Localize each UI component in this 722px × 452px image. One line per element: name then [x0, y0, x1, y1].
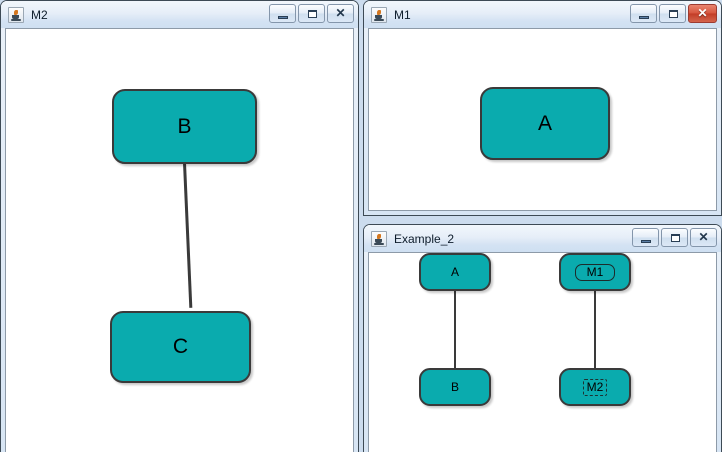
maximize-button[interactable] — [661, 228, 688, 247]
minimize-button[interactable] — [632, 228, 659, 247]
window-m1-canvas[interactable]: A — [368, 28, 717, 211]
node-a-label: A — [450, 265, 459, 279]
close-button[interactable]: ✕ — [690, 228, 717, 247]
window-example2[interactable]: Example_2 ✕ A B — [363, 224, 722, 452]
node-a[interactable]: A — [419, 253, 491, 291]
window-example2-canvas[interactable]: A B M1 M2 — [368, 252, 717, 452]
window-m1[interactable]: M1 ✕ A — [363, 0, 722, 216]
window-example2-title: Example_2 — [394, 232, 455, 246]
java-cup-icon — [8, 7, 24, 23]
window-example2-title-group: Example_2 — [371, 229, 454, 249]
window-m1-title-group: M1 — [371, 5, 411, 25]
node-b[interactable]: B — [419, 368, 491, 406]
java-cup-icon — [371, 7, 387, 23]
node-m1[interactable]: M1 — [559, 253, 631, 291]
window-example2-buttons: ✕ — [632, 228, 717, 247]
window-m2-title-group: M2 — [8, 5, 48, 25]
close-icon: ✕ — [697, 6, 708, 20]
window-m1-frame: M1 ✕ A — [364, 1, 721, 215]
window-m2-frame: M2 ✕ B C — [1, 1, 358, 452]
node-c[interactable]: C — [110, 311, 251, 383]
minimize-button[interactable] — [630, 4, 657, 23]
node-a-label: A — [537, 111, 552, 135]
node-c-label: C — [172, 335, 189, 358]
node-m2-label: M2 — [582, 378, 608, 396]
edge-m1-m2 — [594, 291, 596, 368]
node-a[interactable]: A — [480, 87, 610, 160]
node-b[interactable]: B — [112, 89, 257, 164]
window-m1-title: M1 — [394, 8, 411, 22]
window-m2-titlebar[interactable]: M2 ✕ — [1, 1, 358, 28]
window-example2-titlebar[interactable]: Example_2 ✕ — [364, 225, 721, 252]
window-m2-canvas[interactable]: B C — [5, 28, 354, 452]
close-button[interactable]: ✕ — [327, 4, 354, 23]
window-m1-titlebar[interactable]: M1 ✕ — [364, 1, 721, 28]
node-b-label: B — [177, 114, 192, 138]
minimize-button[interactable] — [269, 4, 296, 23]
java-cup-icon — [371, 231, 387, 247]
maximize-button[interactable] — [298, 4, 325, 23]
window-m2-buttons: ✕ — [269, 4, 354, 23]
window-m1-buttons: ✕ — [630, 4, 717, 23]
window-m2-title: M2 — [31, 8, 48, 22]
node-m1-label: M1 — [574, 263, 616, 281]
maximize-button[interactable] — [659, 4, 686, 23]
close-button[interactable]: ✕ — [688, 4, 717, 23]
close-icon: ✕ — [698, 230, 709, 244]
window-example2-frame: Example_2 ✕ A B — [364, 225, 721, 452]
window-m2[interactable]: M2 ✕ B C — [0, 0, 359, 452]
edge-a-b — [454, 291, 456, 368]
node-b-label: B — [450, 380, 459, 394]
edge-b-c — [183, 162, 193, 308]
close-icon: ✕ — [335, 6, 346, 20]
node-m2[interactable]: M2 — [559, 368, 631, 406]
